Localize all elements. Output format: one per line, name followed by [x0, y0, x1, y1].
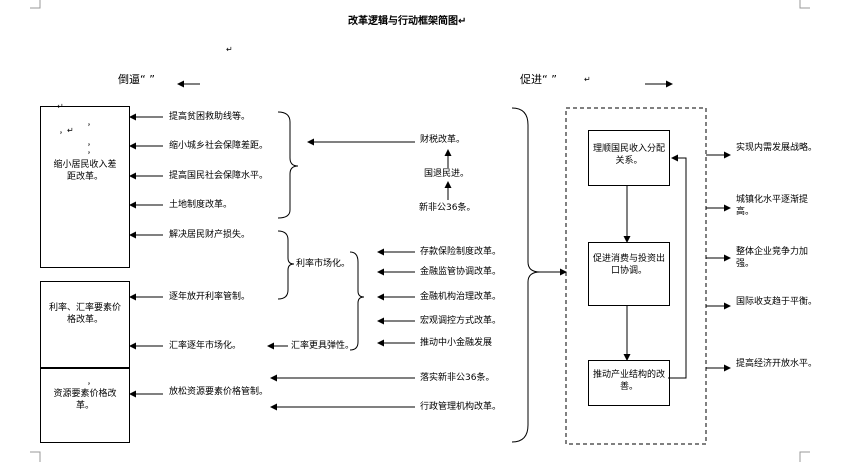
outcome-3: 整体企业竞争力加强。: [736, 247, 809, 269]
input-2: 金融监管协调改革。: [420, 267, 502, 277]
left-box-income: ↵ ， ，↵ ， ， 缩小居民收入差距改革。: [40, 102, 130, 268]
box1-label: 缩小居民收入差距改革。: [53, 160, 117, 182]
box1-mark-b: ，: [87, 118, 95, 127]
box3-mark: ，: [87, 377, 95, 386]
outcome-5: 提高经济开放水平。: [736, 359, 818, 369]
middle-item-3: 提高国民社会保障水平。: [169, 171, 269, 181]
hub-market: 利率市场化。: [296, 259, 351, 269]
input-5: 推动中小金融发展: [420, 338, 493, 348]
brace-group-3: [349, 251, 365, 351]
left-box-rate: 利率、汇率要素价格改革。: [40, 281, 130, 369]
middle-item-6: 逐年放开利率管制。: [169, 292, 251, 302]
diagram-title: 改革逻辑与行动框架简图↵: [348, 16, 467, 27]
feedback-loop: [668, 154, 687, 379]
input-3: 金融机构治理改革。: [420, 292, 502, 302]
header-left: 倒逼“ ”: [118, 73, 155, 86]
brace-group-1: [277, 111, 299, 219]
page-corner-marks: [30, 0, 810, 462]
box2-label: 利率、汇率要素价格改革。: [48, 303, 121, 325]
inner-box-3-label: 推动产业结构的改善。: [593, 370, 666, 392]
input-1: 存款保险制度改革。: [420, 247, 502, 257]
box3-label: 资源要素价格改革。: [53, 389, 117, 411]
header-right: 促进“ ”: [520, 73, 557, 86]
box1-mark-d: ，: [87, 138, 95, 147]
chain-36: 新非公36条。: [419, 203, 476, 213]
middle-item-8: 放松资源要素价格管制。: [169, 387, 269, 397]
inner-box-1-label: 理顺国民收入分配关系。: [593, 144, 666, 166]
input-6: 落实新非公36条。: [420, 373, 495, 383]
header-right-mark: ↵: [584, 75, 591, 84]
input-4: 宏观调控方式改革。: [420, 316, 502, 326]
outcome-1: 实现内需发展战略。: [736, 143, 818, 153]
box1-mark-e: ，: [87, 146, 95, 155]
brace-group-2: [277, 230, 295, 300]
big-brace: [511, 107, 541, 443]
inner-box-industry: 推动产业结构的改善。: [588, 360, 670, 406]
inner-box-consumption: 促进消费与投资出口协调。: [588, 242, 670, 306]
box1-mark-c: ，↵: [59, 126, 74, 135]
dashed-container: [565, 107, 707, 445]
middle-item-1: 提高贫困救助线等。: [169, 112, 251, 122]
chain-tax: 财税改革。: [420, 135, 466, 145]
left-box-resource: ， 资源要素价格改革。: [40, 367, 130, 443]
outcome-4: 国际收支趋于平衡。: [736, 297, 818, 307]
hub-flex: 汇率更具弹性。: [291, 341, 355, 351]
input-7: 行政管理机构改革。: [420, 402, 502, 412]
middle-item-2: 缩小城乡社会保障差距。: [169, 141, 269, 151]
box1-mark-a: ↵: [57, 102, 64, 111]
middle-item-7: 汇率逐年市场化。: [169, 341, 242, 351]
outcome-2: 城镇化水平逐渐提高。: [736, 195, 809, 217]
chain-state: 国退民进。: [424, 169, 470, 179]
inner-box-distribution: 理顺国民收入分配关系。: [588, 130, 670, 186]
inner-box-2-label: 促进消费与投资出口协调。: [593, 254, 666, 276]
paragraph-mark: ↵: [226, 45, 233, 54]
middle-item-4: 土地制度改革。: [169, 200, 233, 210]
middle-item-5: 解决居民财产损失。: [169, 230, 251, 240]
